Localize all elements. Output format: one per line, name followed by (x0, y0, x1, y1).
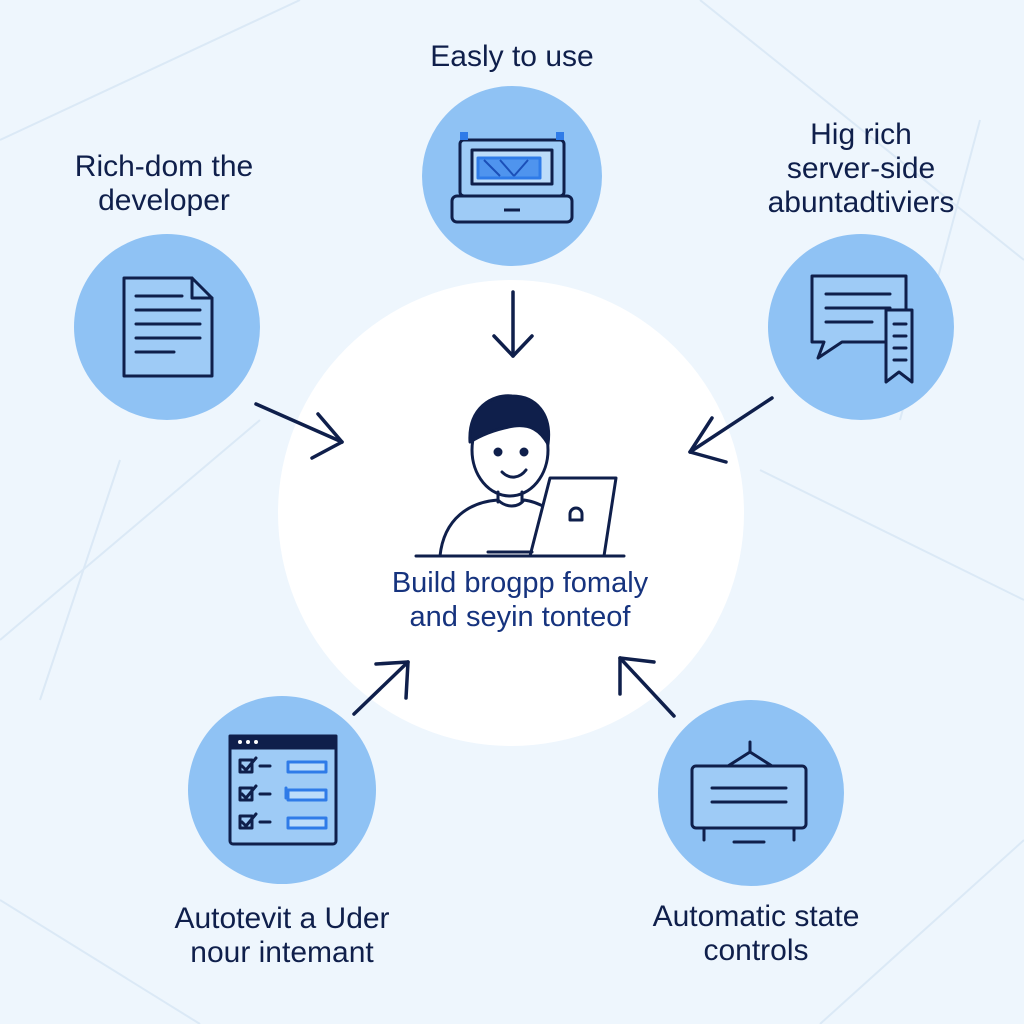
arrow-from-top (492, 290, 534, 358)
top-node (422, 86, 602, 266)
signboard-icon (690, 740, 808, 844)
left-node (74, 234, 260, 420)
chat-bookmark-icon (810, 274, 914, 384)
arrow-from-left (254, 402, 344, 460)
bottom-right-node-label: Automatic state controls (652, 900, 860, 967)
bottom-left-node-label: Autotevit a Uder nour intemant (174, 902, 390, 969)
bottom-right-node (658, 700, 844, 886)
checklist-window-icon (228, 734, 338, 846)
center-label: Build brogpp fomaly and seyin tonteof (391, 567, 649, 633)
developer-at-laptop-icon (414, 394, 626, 558)
arrow-from-bottom-left (352, 660, 410, 716)
document-icon (122, 276, 214, 378)
bottom-left-node (188, 696, 376, 884)
left-node-label: Rich-dom the developer (74, 150, 254, 217)
top-node-label: Easly to use (430, 40, 594, 73)
laptop-icon (450, 132, 574, 224)
right-node-label: Hig rich server-side abuntadtiviers (767, 118, 955, 219)
right-node (768, 234, 954, 420)
center-circle (278, 280, 744, 746)
arrow-from-right (688, 396, 774, 464)
arrow-from-bottom-right (618, 656, 676, 718)
